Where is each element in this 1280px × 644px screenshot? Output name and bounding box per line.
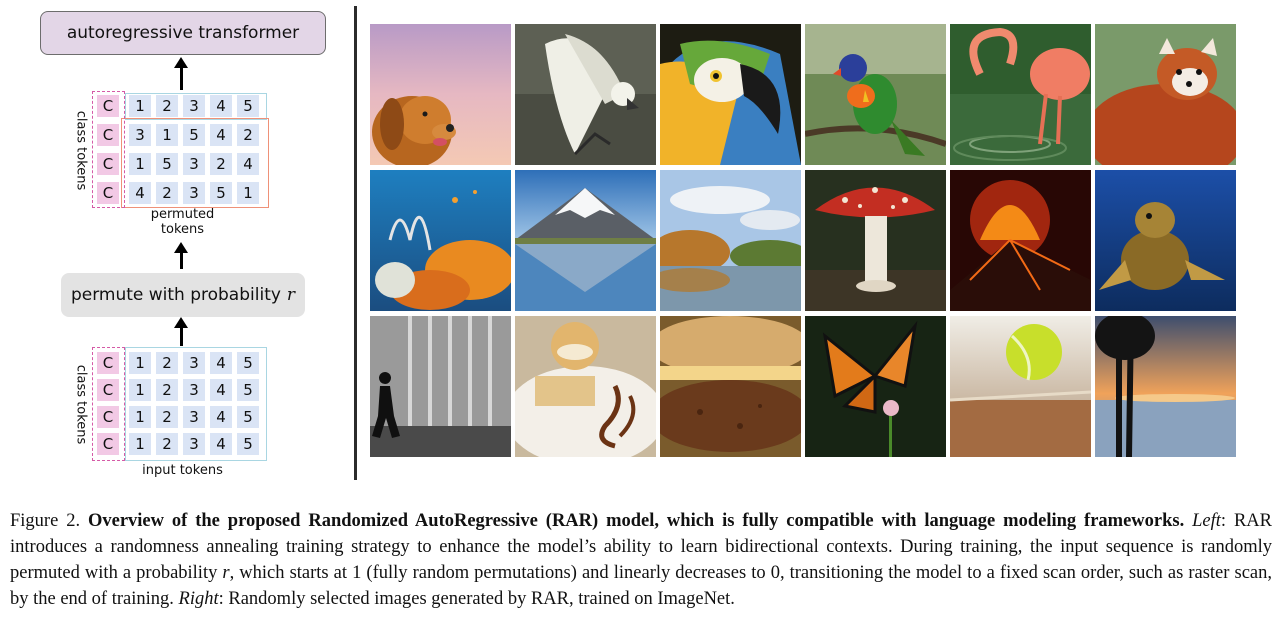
bottom-class-token: C	[97, 406, 119, 428]
bottom-token: 3	[183, 406, 205, 428]
permute-label: permute with probability	[70, 285, 281, 305]
bottom-token: 1	[129, 352, 151, 374]
generated-image-grid	[370, 24, 1236, 457]
bottom-token: 1	[129, 433, 151, 455]
permuted-label-line1: permuted	[150, 207, 215, 222]
top-class-token: C	[97, 153, 119, 175]
top-token: 2	[210, 153, 232, 175]
top-token: 3	[129, 124, 151, 146]
bottom-token: 2	[156, 352, 178, 374]
top-token: 2	[237, 124, 259, 146]
generated-image-flamingo	[950, 24, 1091, 165]
bottom-token: 4	[210, 352, 232, 374]
autoregressive-transformer-box: autoregressive transformer	[40, 11, 326, 55]
bottom-token: 3	[183, 433, 205, 455]
caption-left-text-2: , which starts at 1 (fully random permut…	[10, 563, 1272, 609]
generated-image-macaw	[660, 24, 801, 165]
figure-label: Figure 2.	[10, 511, 81, 531]
class-tokens-frame-bottom	[92, 347, 125, 461]
class-tokens-label-bottom: class tokens	[73, 364, 89, 445]
permute-symbol: r	[286, 285, 296, 305]
top-token: 1	[237, 182, 259, 204]
permuted-label-line2: tokens	[160, 222, 205, 237]
top-token: 5	[237, 95, 259, 117]
top-token: 4	[210, 95, 232, 117]
top-token: 3	[183, 153, 205, 175]
vertical-divider	[354, 6, 357, 480]
generated-image-cheeseburger	[660, 316, 801, 457]
bottom-token: 4	[210, 433, 232, 455]
top-token: 3	[183, 95, 205, 117]
bottom-class-token: C	[97, 433, 119, 455]
bottom-token: 2	[156, 433, 178, 455]
transformer-label: autoregressive transformer	[66, 23, 300, 43]
top-token: 4	[129, 182, 151, 204]
caption-left-text-1: : RAR introduces a randomness annealing …	[10, 511, 1273, 583]
generated-image-cockatoo	[515, 24, 656, 165]
bottom-token: 1	[129, 379, 151, 401]
generated-image-ice-cream-dessert	[515, 316, 656, 457]
generated-image-tennis-ball	[950, 316, 1091, 457]
top-token: 2	[156, 182, 178, 204]
input-tokens-label: input tokens	[142, 463, 223, 478]
arrow-to-transformer	[174, 57, 188, 90]
generated-image-monarch-butterfly	[805, 316, 946, 457]
bottom-token: 5	[237, 406, 259, 428]
raster-row-frame	[125, 93, 267, 120]
generated-image-golden-retriever	[370, 24, 511, 165]
top-token: 4	[237, 153, 259, 175]
permuted-rows-frame	[121, 118, 269, 208]
generated-image-red-panda	[1095, 24, 1236, 165]
bottom-token: 2	[156, 406, 178, 428]
generated-image-fly-agaric-mushroom	[805, 170, 946, 311]
caption-right-label: Right	[178, 589, 219, 609]
generated-image-erupting-volcano	[950, 170, 1091, 311]
generated-image-lorikeet	[805, 24, 946, 165]
bottom-token: 5	[237, 352, 259, 374]
generated-image-snowy-volcano	[515, 170, 656, 311]
top-token: 2	[156, 95, 178, 117]
class-tokens-frame-top	[92, 91, 125, 208]
arrow-to-permute-box	[174, 317, 188, 346]
top-token: 5	[183, 124, 205, 146]
input-rows-frame	[125, 347, 267, 461]
figure-caption: Figure 2. Overview of the proposed Rando…	[10, 508, 1272, 612]
bottom-token: 2	[156, 379, 178, 401]
bottom-token: 3	[183, 352, 205, 374]
caption-left-label: Left	[1192, 511, 1221, 531]
top-token: 1	[156, 124, 178, 146]
top-class-token: C	[97, 124, 119, 146]
top-class-token: C	[97, 95, 119, 117]
arrow-to-permuted	[174, 242, 188, 269]
top-class-token: C	[97, 182, 119, 204]
bottom-token: 3	[183, 379, 205, 401]
generated-image-fountain-silhouette	[370, 316, 511, 457]
bottom-class-token: C	[97, 352, 119, 374]
top-token: 5	[210, 182, 232, 204]
bottom-token: 4	[210, 379, 232, 401]
top-token: 1	[129, 95, 151, 117]
top-token: 4	[210, 124, 232, 146]
bottom-token: 4	[210, 406, 232, 428]
generated-image-autumn-lake	[660, 170, 801, 311]
bottom-class-token: C	[97, 379, 119, 401]
bottom-token: 5	[237, 433, 259, 455]
permuted-tokens-label: permuted tokens	[125, 207, 240, 237]
class-tokens-label-top: class tokens	[73, 110, 89, 191]
generated-image-sea-turtle	[1095, 170, 1236, 311]
generated-image-coral-reef	[370, 170, 511, 311]
caption-right-text: : Randomly selected images generated by …	[218, 589, 735, 609]
caption-r-symbol: r	[222, 563, 230, 583]
top-token: 5	[156, 153, 178, 175]
top-token: 3	[183, 182, 205, 204]
bottom-token: 1	[129, 406, 151, 428]
top-token: 1	[129, 153, 151, 175]
generated-image-sunset-lake	[1095, 316, 1236, 457]
bottom-token: 5	[237, 379, 259, 401]
caption-bold-title: Overview of the proposed Randomized Auto…	[87, 511, 1185, 531]
